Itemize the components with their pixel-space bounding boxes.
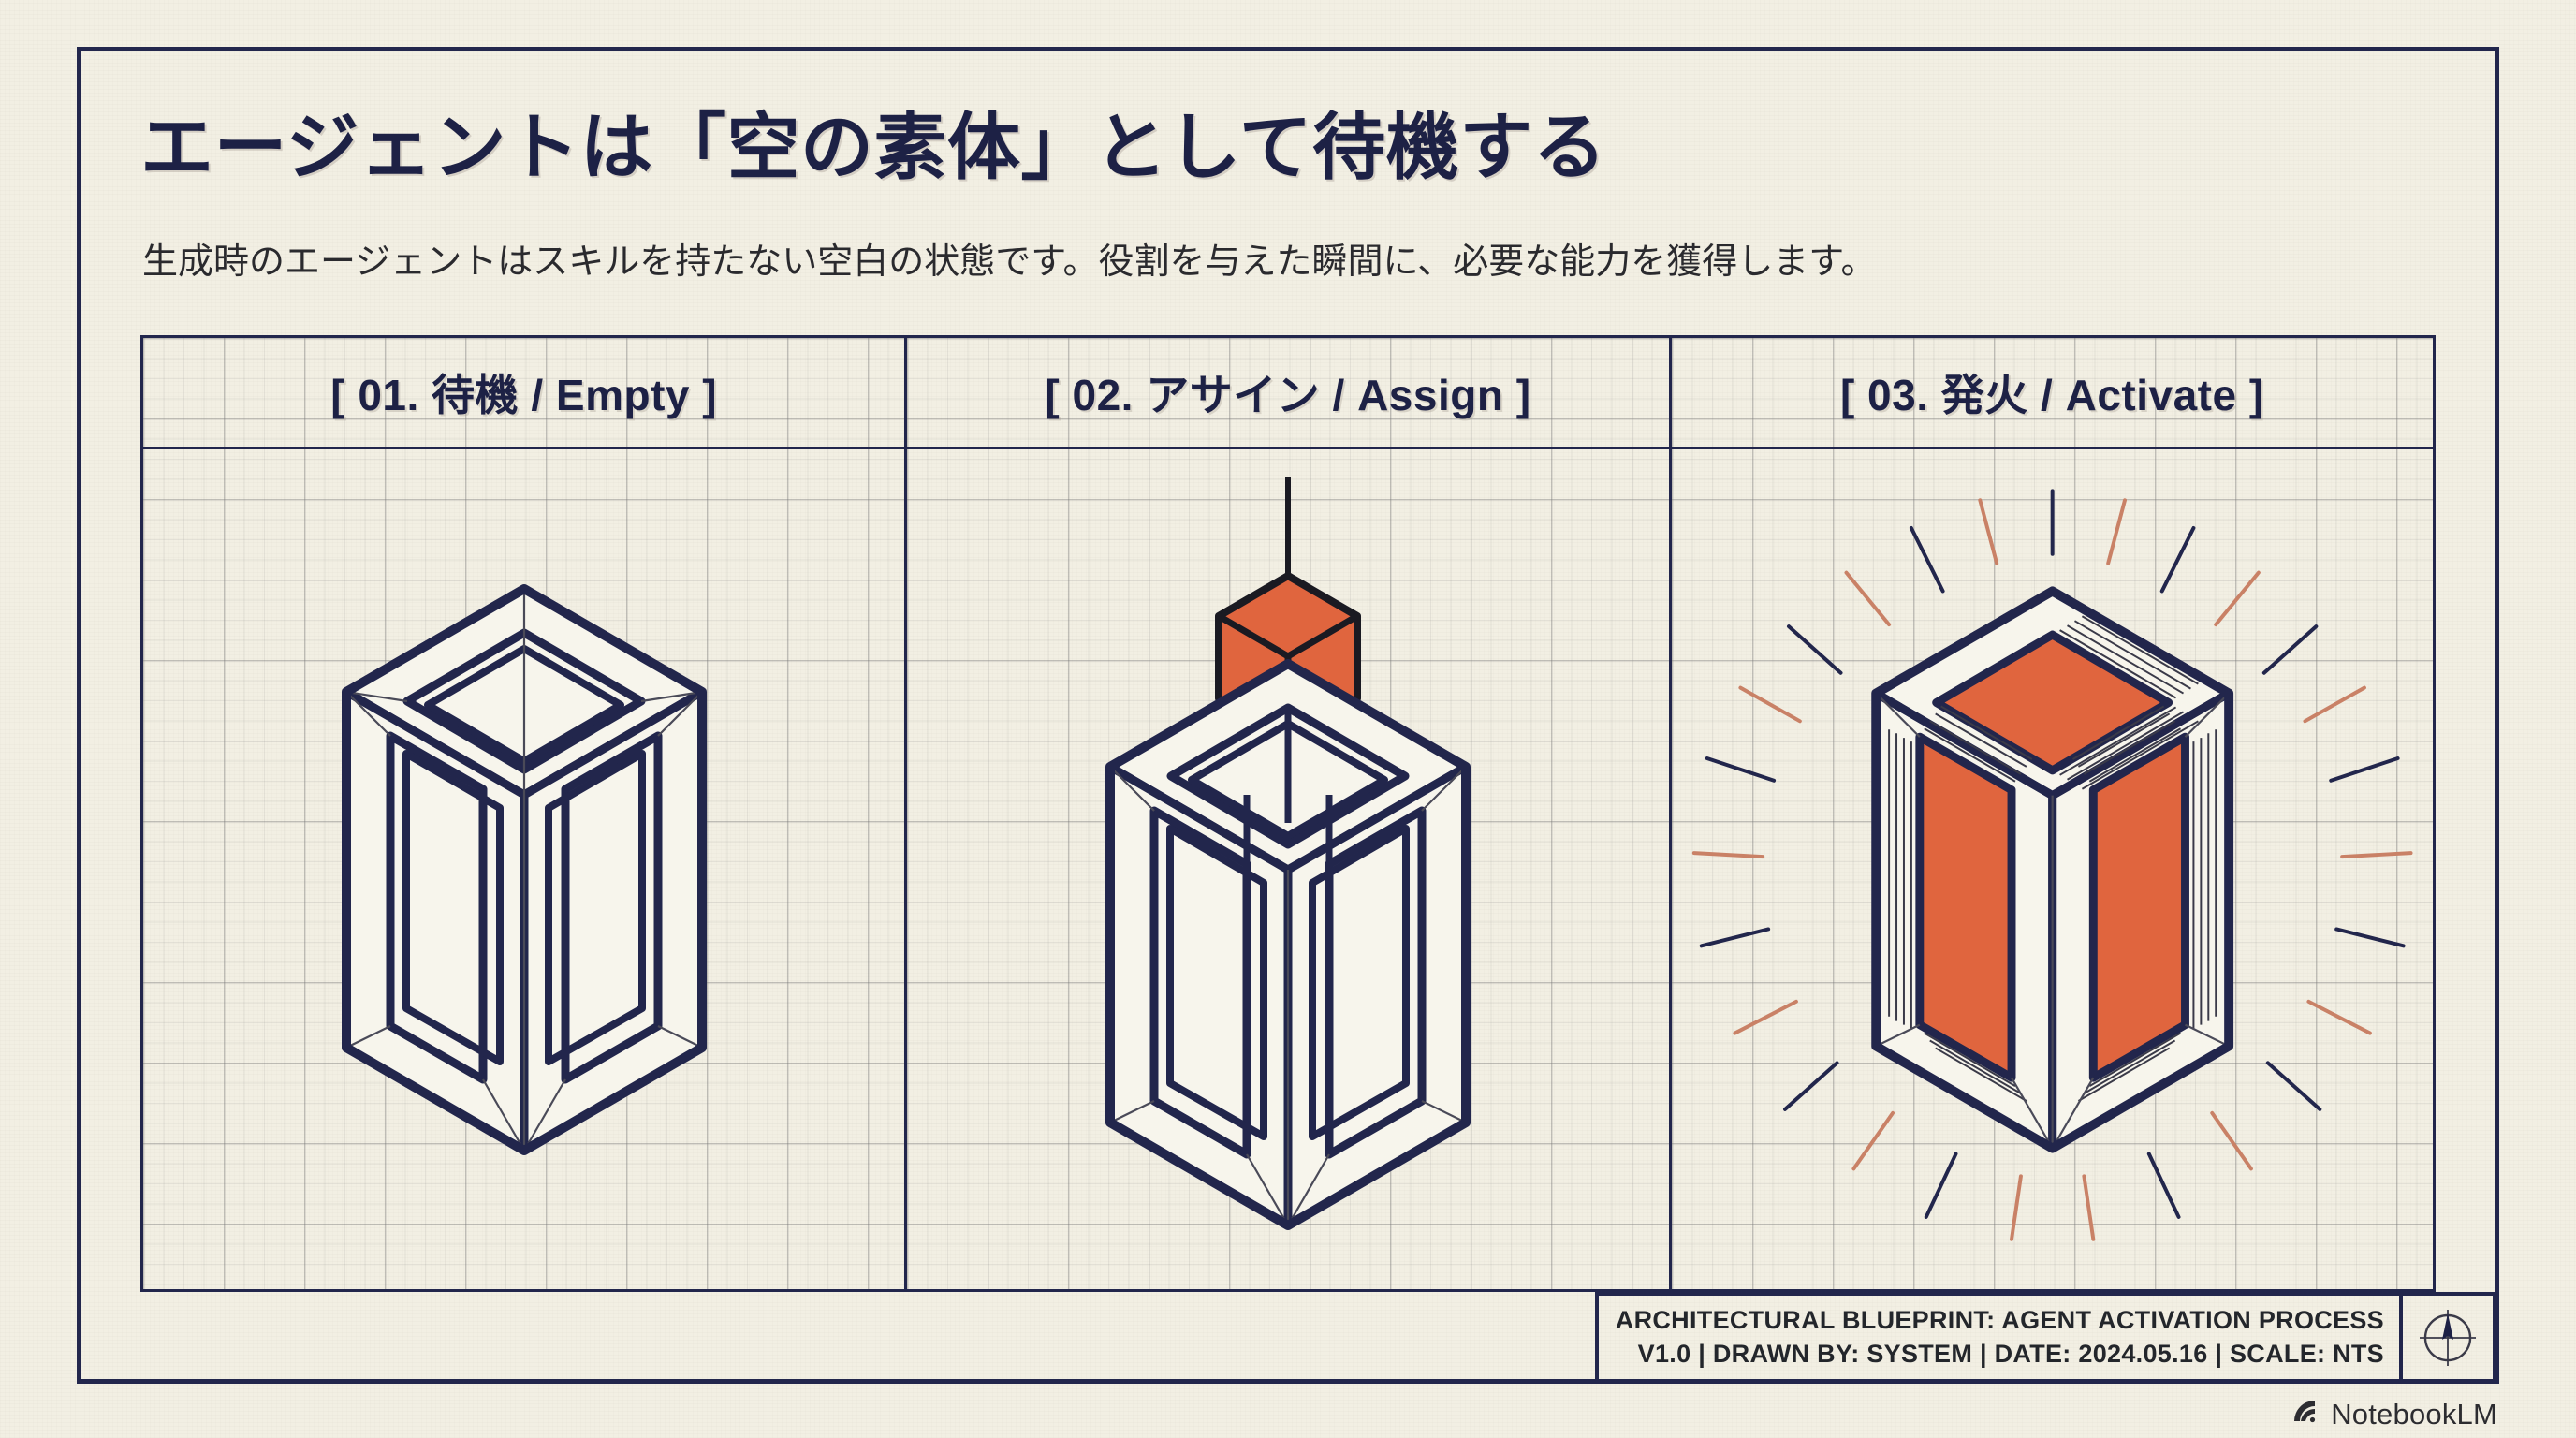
cube-top-face-inner-ring — [1187, 719, 1388, 840]
cube-assign — [1105, 658, 1471, 1230]
title-block: ARCHITECTURAL BLUEPRINT: AGENT ACTIVATIO… — [1594, 1292, 2496, 1384]
cube-top-hatching — [2058, 609, 2206, 790]
panel-body-empty — [143, 449, 904, 1289]
cube-right-face-inner-ring — [544, 749, 646, 1065]
cube-empty — [341, 583, 707, 1155]
cube-left-core-fill — [1915, 732, 2015, 1081]
panel-body-assign — [907, 449, 1668, 1289]
brand-notebooklm: NotebookLM — [2290, 1396, 2497, 1432]
brand-name-label: NotebookLM — [2331, 1397, 2497, 1431]
activation-burst-rays — [1691, 488, 2413, 1241]
cube-outer-silhouette — [341, 583, 707, 1155]
blueprint-sheet-border — [77, 47, 2499, 1384]
panel-assign[interactable]: [ 02. アサイン / Assign ] — [904, 338, 1669, 1289]
cube-construction-lines — [1875, 692, 2230, 1149]
panel-header-label: [ 02. アサイン / Assign ] — [1045, 371, 1531, 419]
panel-header-label: [ 03. 発火 / Activate ] — [1839, 371, 2264, 419]
cube-right-face-inner-ring — [1308, 824, 1410, 1140]
cube-construction-lines — [1109, 765, 1467, 1226]
panel-header-assign: [ 02. アサイン / Assign ] — [907, 338, 1669, 449]
title-block-line-2: V1.0 | DRAWN BY: SYSTEM | DATE: 2024.05.… — [1637, 1340, 2384, 1368]
isometric-cube-assign-diagram — [1105, 476, 1471, 1230]
cube-left-hatching — [1887, 705, 2032, 1102]
panel-body-activate — [1672, 449, 2433, 1289]
page-title: エージェントは「空の素体」として待機する — [140, 106, 1607, 188]
page-subtitle: 生成時のエージェントはスキルを持たない空白の状態です。役割を与えた瞬間に、必要な… — [142, 242, 1877, 282]
panel-header-activate: [ 03. 発火 / Activate ] — [1671, 338, 2433, 449]
isometric-cube-empty-diagram — [341, 583, 707, 1155]
panel-activate[interactable]: [ 03. 発火 / Activate ] — [1668, 338, 2433, 1289]
cube-left-face-inner-ring — [402, 749, 504, 1065]
cube-interior-posts — [1243, 707, 1333, 885]
notebooklm-logo-icon — [2290, 1396, 2321, 1432]
cube-right-hatching — [2071, 705, 2217, 1102]
cube-left-face-inner-ring — [1165, 824, 1267, 1140]
title-block-line-1: ARCHITECTURAL BLUEPRINT: AGENT ACTIVATIO… — [1615, 1306, 2384, 1335]
compass-rose-icon — [2403, 1296, 2493, 1380]
cube-right-core-fill — [2088, 732, 2189, 1081]
process-panels: [ 01. 待機 / Empty ] — [140, 335, 2436, 1292]
panel-header-empty: [ 01. 待機 / Empty ] — [143, 338, 905, 449]
cube-construction-lines — [344, 588, 703, 1152]
cube-activate — [1870, 585, 2233, 1153]
panel-header-label: [ 01. 待機 / Empty ] — [330, 371, 718, 419]
panel-empty[interactable]: [ 01. 待機 / Empty ] — [143, 338, 905, 1289]
isometric-cube-activate-diagram — [1691, 488, 2413, 1241]
cube-outer-silhouette — [1105, 658, 1471, 1230]
title-block-text: ARCHITECTURAL BLUEPRINT: AGENT ACTIVATIO… — [1599, 1296, 2403, 1380]
cube-outer-silhouette — [1870, 585, 2233, 1153]
